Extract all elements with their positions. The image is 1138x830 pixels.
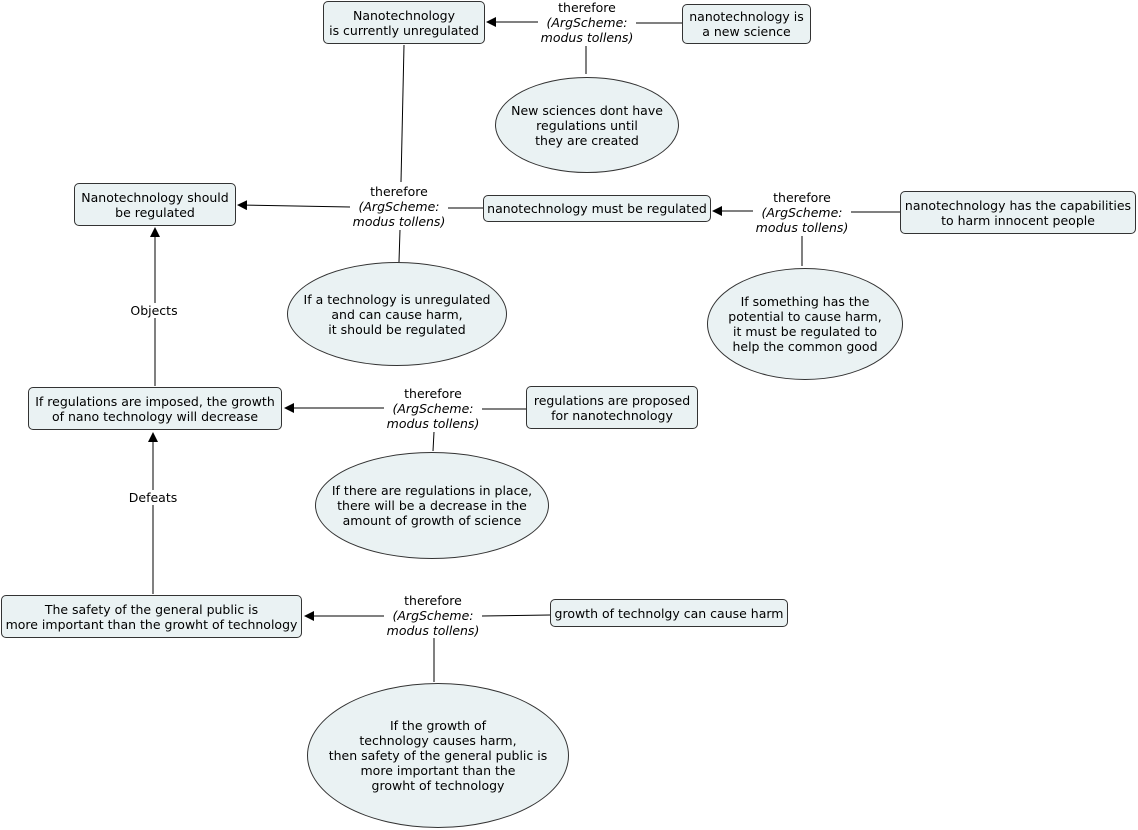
connector-line <box>400 44 405 183</box>
premise-new-sciences-no-regulations[interactable]: New sciences dont have regulations until… <box>495 77 679 173</box>
therefore-text: therefore <box>404 593 462 608</box>
claim-safety-more-important[interactable]: The safety of the general public is more… <box>1 595 302 638</box>
connector-line <box>398 229 401 263</box>
link-label-therefore: therefore (ArgScheme: modus tollens) <box>384 386 482 431</box>
therefore-text: therefore <box>558 0 616 15</box>
argscheme-text: (ArgScheme: modus tollens) <box>352 199 446 229</box>
connector-arrow <box>237 200 351 211</box>
premise-unregulated-can-cause-harm[interactable]: If a technology is unregulated and can c… <box>287 262 507 366</box>
therefore-text: therefore <box>404 386 462 401</box>
claim-should-be-regulated[interactable]: Nanotechnology should be regulated <box>74 183 236 226</box>
connector-line <box>481 614 551 617</box>
claim-new-science[interactable]: nanotechnology is a new science <box>682 4 811 44</box>
premise-regulations-in-place[interactable]: If there are regulations in place, there… <box>315 452 549 559</box>
claim-regulations-proposed[interactable]: regulations are proposed for nanotechnol… <box>526 386 698 429</box>
premise-growth-causes-harm[interactable]: If the growth of technology causes harm,… <box>307 683 569 828</box>
connector-line <box>432 431 435 452</box>
argscheme-text: (ArgScheme: modus tollens) <box>755 205 849 235</box>
link-label-therefore: therefore (ArgScheme: modus tollens) <box>753 190 851 235</box>
claim-growth-will-decrease[interactable]: If regulations are imposed, the growth o… <box>28 387 282 430</box>
claim-must-be-regulated[interactable]: nanotechnology must be regulated <box>483 195 711 222</box>
argscheme-text: (ArgScheme: modus tollens) <box>386 608 480 638</box>
therefore-text: therefore <box>773 190 831 205</box>
link-label-therefore: therefore (ArgScheme: modus tollens) <box>538 0 636 45</box>
link-label-objects: Objects <box>126 303 182 318</box>
link-label-therefore: therefore (ArgScheme: modus tollens) <box>350 184 448 229</box>
link-label-defeats: Defeats <box>126 490 180 505</box>
claim-growth-can-cause-harm[interactable]: growth of technolgy can cause harm <box>550 599 788 627</box>
claim-capabilities-to-harm[interactable]: nanotechnology has the capabilities to h… <box>900 191 1136 234</box>
claim-currently-unregulated[interactable]: Nanotechnology is currently unregulated <box>323 1 485 44</box>
argscheme-text: (ArgScheme: modus tollens) <box>540 15 634 45</box>
premise-potential-to-cause-harm[interactable]: If something has the potential to cause … <box>707 268 903 380</box>
link-label-therefore: therefore (ArgScheme: modus tollens) <box>384 593 482 638</box>
argscheme-text: (ArgScheme: modus tollens) <box>386 401 480 431</box>
therefore-text: therefore <box>370 184 428 199</box>
